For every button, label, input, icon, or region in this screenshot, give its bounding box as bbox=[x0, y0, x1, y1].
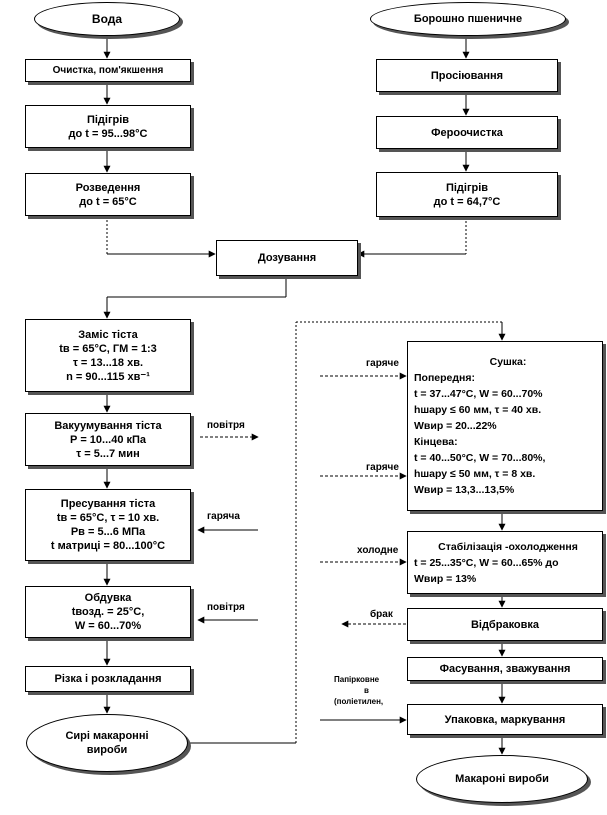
drying-line9: Wвир = 13,3...13,5% bbox=[414, 484, 515, 496]
wrapping-label: Упаковка, маркування bbox=[444, 713, 566, 726]
pressing-box: Пресування тіста tв = 65°С, τ = 10 хв. Р… bbox=[25, 489, 191, 561]
air-label-blowing: повітря bbox=[207, 602, 245, 613]
heating-flour-line1: Підігрів bbox=[445, 181, 489, 194]
air-label-vacuum: повітря bbox=[207, 420, 245, 431]
defect-label: брак bbox=[370, 609, 393, 620]
heating-water-box: Підігрів до t = 95...98°С bbox=[25, 105, 191, 148]
dosing-label: Дозування bbox=[257, 252, 317, 264]
stabilization-line2: t = 25...35°С, W = 60...65% до bbox=[414, 556, 559, 569]
vacuum-line2: Р = 10...40 кПа bbox=[69, 433, 147, 446]
kneading-line4: n = 90...115 хв⁻¹ bbox=[66, 370, 150, 383]
drying-line6: Кінцева: bbox=[414, 436, 458, 448]
cutting-label: Різка і розкладання bbox=[54, 673, 162, 685]
ferro-cleaning-box: Фероочистка bbox=[376, 116, 558, 149]
heating-flour-line2: до t = 64,7°С bbox=[433, 195, 501, 208]
vacuum-line3: τ = 5...7 мин bbox=[76, 447, 140, 460]
blowing-line3: W = 60...70% bbox=[74, 620, 142, 632]
heating-water-line2: до t = 95...98°С bbox=[68, 127, 148, 140]
stabilization-box: Стабілізація -охолодження t = 25...35°С,… bbox=[407, 531, 603, 594]
flour-source: Борошно пшеничне bbox=[370, 2, 566, 36]
pressing-line2: tв = 65°С, τ = 10 хв. bbox=[56, 512, 160, 524]
drying-line3: t = 37...47°С, W = 60...70% bbox=[414, 388, 543, 400]
drying-line7: t = 40...50°С, W = 70...80%, bbox=[414, 452, 546, 464]
cleaning-box: Очистка, пом'якшення bbox=[25, 59, 191, 82]
stabilization-line3: Wвир = 13% bbox=[414, 572, 477, 585]
cold-label: холодне bbox=[357, 545, 399, 556]
cutting-box: Різка і розкладання bbox=[25, 666, 191, 692]
kneading-box: Заміс тіста tв = 65°С, ГМ = 1:3 τ = 13..… bbox=[25, 319, 191, 392]
pressing-line1: Пресування тіста bbox=[60, 498, 156, 510]
hot-label-drying-1: гаряче bbox=[366, 358, 399, 369]
dilution-line2: до t = 65°С bbox=[79, 195, 137, 208]
heating-flour-box: Підігрів до t = 64,7°С bbox=[376, 172, 558, 217]
drying-line8: hшару ≤ 50 мм, τ = 8 хв. bbox=[414, 468, 536, 480]
rejection-label: Відбраковка bbox=[470, 618, 540, 631]
final-product-node: Макароні вироби bbox=[416, 755, 588, 803]
sifting-box: Просіювання bbox=[376, 59, 558, 92]
hot-label-drying-2: гаряче bbox=[366, 462, 399, 473]
wrapping-box: Упаковка, маркування bbox=[407, 704, 603, 735]
blowing-box: Обдувка tвозд. = 25°С, W = 60...70% bbox=[25, 586, 191, 638]
hot-label-pressing: гаряча bbox=[207, 511, 240, 522]
blowing-line2: tвозд. = 25°С, bbox=[71, 606, 145, 618]
drying-box: Сушка: Попередня: t = 37...47°С, W = 60.… bbox=[407, 341, 603, 511]
packing-label: Фасування, зважування bbox=[439, 663, 571, 675]
final-product-label: Макароні вироби bbox=[455, 773, 549, 785]
heating-water-line1: Підігрів bbox=[86, 113, 130, 126]
raw-pasta-label: Сирі макаронні вироби bbox=[65, 730, 149, 756]
dilution-line1: Розведення bbox=[75, 181, 141, 194]
blowing-line1: Обдувка bbox=[84, 592, 132, 604]
raw-pasta-node: Сирі макаронні вироби bbox=[26, 714, 188, 772]
sifting-label: Просіювання bbox=[430, 69, 504, 82]
cleaning-label: Очистка, пом'якшення bbox=[52, 64, 164, 76]
packaging-material-line3: (поліетилен, bbox=[334, 697, 384, 706]
vacuum-line1: Вакуумування тіста bbox=[54, 419, 162, 432]
stabilization-line1: Стабілізація -охолодження bbox=[438, 540, 578, 553]
packaging-material-line2: в bbox=[364, 686, 369, 695]
vacuum-box: Вакуумування тіста Р = 10...40 кПа τ = 5… bbox=[25, 413, 191, 466]
dosing-box: Дозування bbox=[216, 240, 358, 276]
kneading-line2: tв = 65°С, ГМ = 1:3 bbox=[59, 342, 157, 355]
ferro-cleaning-label: Фероочистка bbox=[431, 126, 503, 139]
drying-line1: Сушка: bbox=[489, 356, 527, 368]
flour-label: Борошно пшеничне bbox=[413, 13, 523, 25]
packaging-material-line1: Папірковне bbox=[334, 675, 380, 684]
kneading-line1: Заміс тіста bbox=[78, 328, 138, 341]
drying-line5: Wвир = 20...22% bbox=[414, 420, 497, 432]
dilution-box: Розведення до t = 65°С bbox=[25, 173, 191, 216]
rejection-box: Відбраковка bbox=[407, 608, 603, 641]
drying-line4: hшару ≤ 60 мм, τ = 40 хв. bbox=[414, 404, 542, 416]
pressing-line3: Рв = 5...6 МПа bbox=[70, 526, 146, 538]
packing-box: Фасування, зважування bbox=[407, 657, 603, 681]
water-label: Вода bbox=[91, 12, 123, 26]
water-source: Вода bbox=[34, 2, 180, 36]
drying-line2: Попередня: bbox=[414, 372, 476, 384]
pressing-line4: t матриці = 80...100°С bbox=[50, 540, 166, 552]
kneading-line3: τ = 13...18 хв. bbox=[72, 356, 144, 369]
